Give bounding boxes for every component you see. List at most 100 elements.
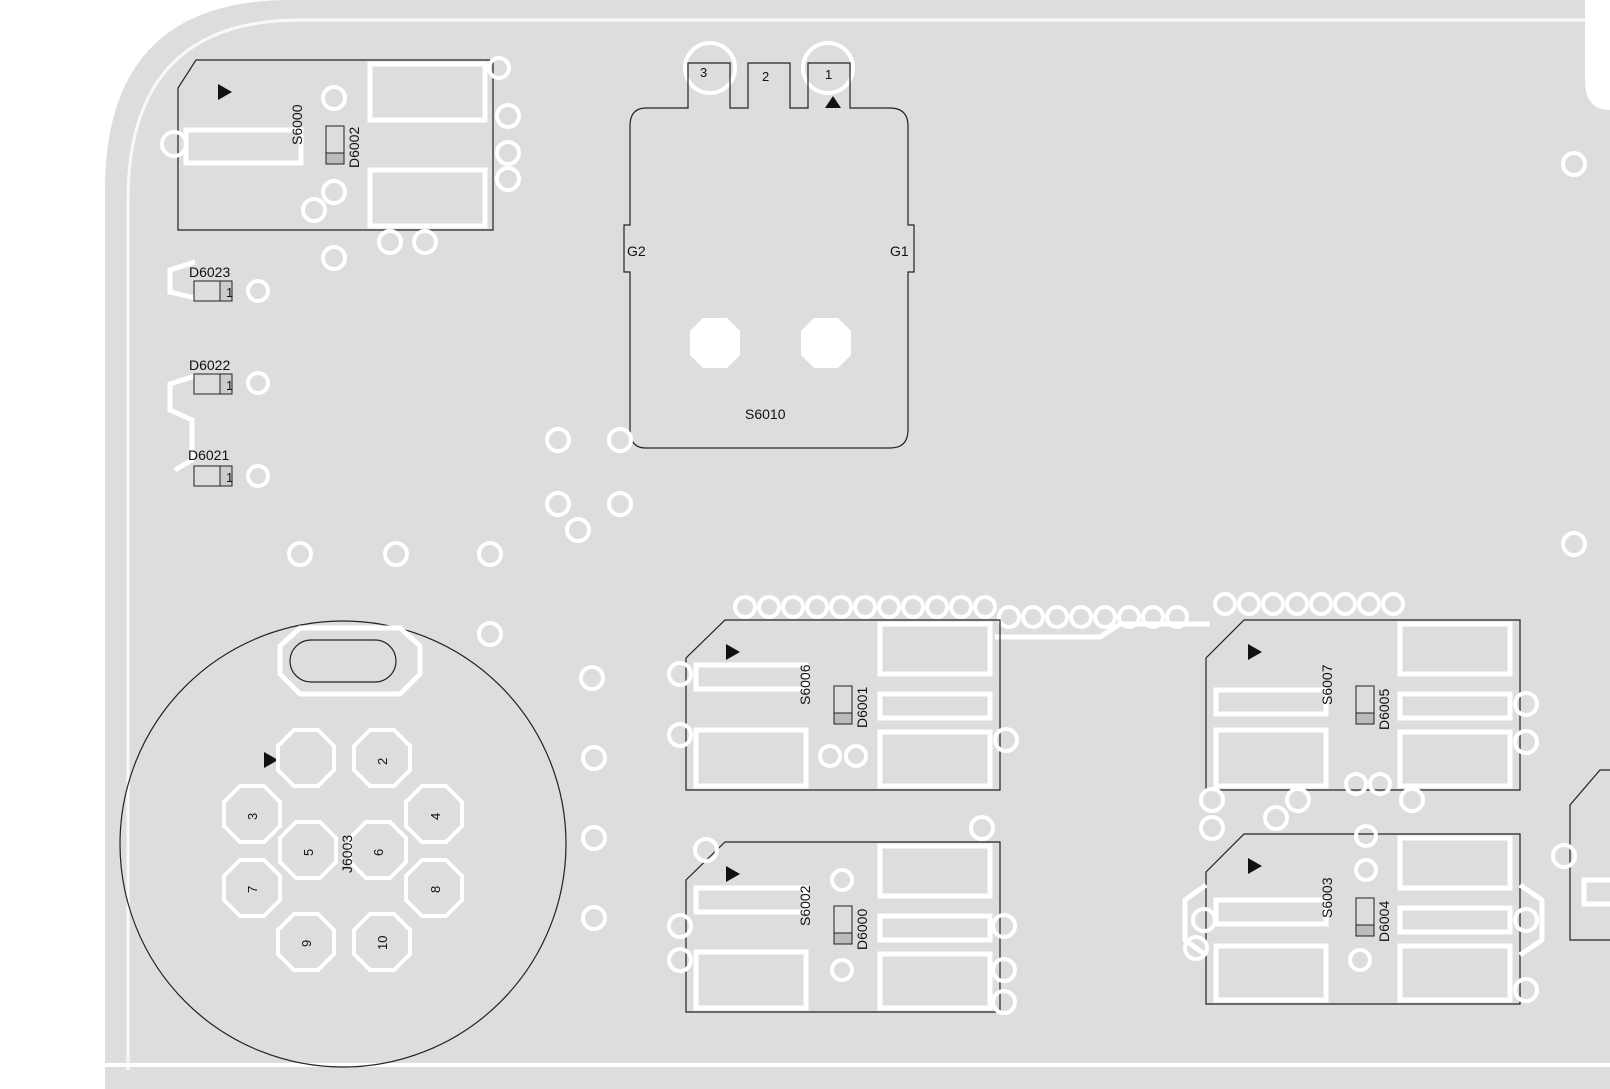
connector-pin-7: 7 [222,858,282,918]
led-pin1-marker: 1 [226,378,233,393]
via [607,491,633,517]
connector-pin-3-label: 3 [245,813,260,820]
led-d6021-label: D6021 [188,447,229,463]
via [1333,592,1357,616]
connector-pin-6-label: 6 [371,849,386,856]
via [1261,592,1285,616]
switch-s6002-outline [685,841,1001,1013]
copper-pad [1397,905,1513,935]
via [1551,843,1577,869]
via [877,595,901,619]
copper-pad [1213,943,1329,1003]
via [1513,691,1539,717]
led-d6021: 1 D6021 [188,447,270,488]
via [973,595,997,619]
via [667,722,693,748]
via [667,947,693,973]
via [1368,772,1392,796]
switch-s6002: S6002 D6000 [667,815,1017,1015]
copper-pad [693,949,809,1011]
led-cathode-band [1355,712,1375,725]
via [1285,787,1311,813]
copper-pad [877,729,993,789]
via [412,229,438,255]
via [991,913,1017,939]
led-d6005-label: D6005 [1376,689,1392,730]
connector-pin-9-label: 9 [299,940,314,947]
via [1117,605,1141,629]
copper-pad [877,621,993,677]
pin1-marker [1248,858,1262,874]
connector-pin-pad [352,912,412,972]
switch-s6002-label: S6002 [797,885,813,926]
via [781,595,805,619]
via [1141,605,1165,629]
via [321,85,347,111]
connector-pin-pad [404,784,464,844]
copper-pad [877,843,993,899]
connector-pin-2: 2 [352,728,412,788]
connector-pin-4-label: 4 [428,813,443,820]
copper-pad [1397,691,1513,721]
copper-pad [693,885,809,915]
led-cathode-band [1355,924,1375,937]
via [830,868,854,892]
via [1069,605,1093,629]
via [844,744,868,768]
switch-s6003-outline [1205,833,1521,1005]
connector-key-pad [277,625,423,697]
via [1191,907,1217,933]
copper-pad [877,913,993,943]
connector-pin-pad [276,912,336,972]
via [321,245,347,271]
via [495,166,521,192]
via [1165,605,1189,629]
via [1237,592,1261,616]
copper-pad [877,951,993,1011]
copper-trace [995,621,1210,640]
connector-pin-7-label: 7 [245,886,260,893]
via [1354,824,1378,848]
led-d6002-label: D6002 [346,127,362,168]
via [818,744,842,768]
via [1021,605,1045,629]
via [565,517,591,543]
slide-switch-pin-2: 2 [762,69,769,84]
led-cathode-band [833,712,853,725]
via [829,595,853,619]
via [991,989,1017,1015]
connector-pin-4: 4 [404,784,464,844]
via [246,279,270,303]
via [377,229,403,255]
copper-pad [693,727,809,789]
via [321,179,347,205]
via [830,958,854,982]
copper-trace [167,259,196,301]
connector-key-slot [289,639,397,683]
connector-pin-1-pad [276,728,336,788]
led-pin1-marker: 1 [226,285,233,300]
connector-j6003-outline [119,620,567,1068]
via-group [160,56,521,271]
connector-pin-10-label: 10 [375,936,390,950]
via [1093,605,1117,629]
copper-pad [1213,727,1329,789]
via [757,595,781,619]
led-cathode-band [325,152,345,165]
via [246,464,270,488]
via [383,541,409,567]
via [1354,858,1378,882]
led-cathode-band [219,373,233,395]
via [287,541,313,567]
switch-partial-right [1551,769,1610,941]
connector-pin-10: 10 [352,912,412,972]
via [1561,151,1587,177]
copper-pad [1397,729,1513,789]
switch-s6006-label: S6006 [797,664,813,705]
via [581,905,607,931]
led-pin1-marker: 1 [226,470,233,485]
switch-s6000: S6000 D6002 [177,59,494,231]
switch-s6007: S6007 D6005 [1199,619,1539,841]
mounting-hole [801,318,851,368]
